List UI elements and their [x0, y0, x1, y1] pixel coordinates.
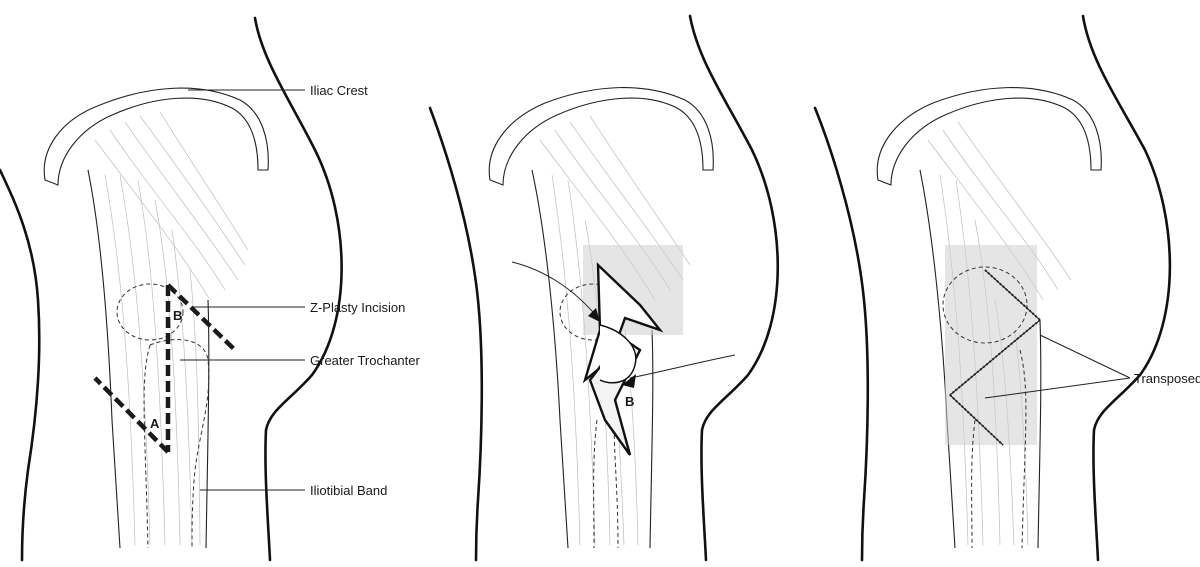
leader-transposed-2	[984, 377, 1131, 399]
leader-transposed-1	[1039, 334, 1131, 379]
panel-1-iliac-crest-outline	[43, 87, 269, 186]
panel-3-shaded-region	[945, 245, 1037, 445]
panel-2-flaps	[582, 262, 664, 456]
panel-3-iliac-crest-outline	[876, 87, 1102, 186]
panel-2-left-contour	[428, 106, 484, 562]
panel-1-marker-b: B	[173, 308, 182, 323]
label-z-plasty-incision: Z-Plasty Incision	[310, 300, 405, 315]
panel-3-suture-line	[949, 269, 1041, 446]
panel-1-marker-a: A	[150, 416, 160, 431]
panel-3-femur-outline	[971, 349, 1027, 549]
panel-3-buttock-contour	[1081, 14, 1172, 562]
panel-2-arrow-b	[629, 354, 736, 379]
panel-1-femur-outline	[143, 339, 210, 549]
panel-1-thigh-back	[205, 299, 210, 549]
panel-1-left-contour	[0, 168, 41, 562]
panel-3-trochanter-circle	[942, 266, 1028, 344]
panel-1-fibers	[94, 111, 249, 546]
panel-2-arrowhead-b	[622, 374, 636, 388]
panel-2-iliac-crest-outline	[488, 87, 714, 186]
panel-2-flap-transposition: B	[428, 14, 780, 562]
label-transposed: Transposed	[1134, 371, 1200, 386]
label-greater-trochanter: Greater Trochanter	[310, 353, 420, 368]
panel-1-trochanter-circle	[116, 283, 184, 341]
panel-2-marker-b: B	[625, 394, 634, 409]
panel-2-arrow-a	[511, 261, 599, 319]
panel-2-buttock-contour	[688, 14, 780, 562]
label-iliotibial-band: Iliotibial Band	[310, 483, 387, 498]
panel-2-arrowhead-a	[588, 308, 600, 322]
label-iliac-crest: Iliac Crest	[310, 83, 368, 98]
panel-1-thigh-front	[87, 169, 121, 549]
panel-3-thigh-back	[1037, 319, 1042, 549]
panel-1-buttock-contour	[253, 16, 343, 562]
panel-2-thigh-back	[649, 329, 654, 549]
panel-3-left-contour	[813, 106, 870, 562]
panel-1-pre-incision: B A Iliac Crest Z-Plasty Incision Greate…	[0, 16, 420, 562]
panel-1-z-plasty-incision	[93, 283, 237, 454]
panel-2-thigh-front	[531, 169, 569, 549]
panel-3-closure: Transposed	[813, 14, 1200, 562]
